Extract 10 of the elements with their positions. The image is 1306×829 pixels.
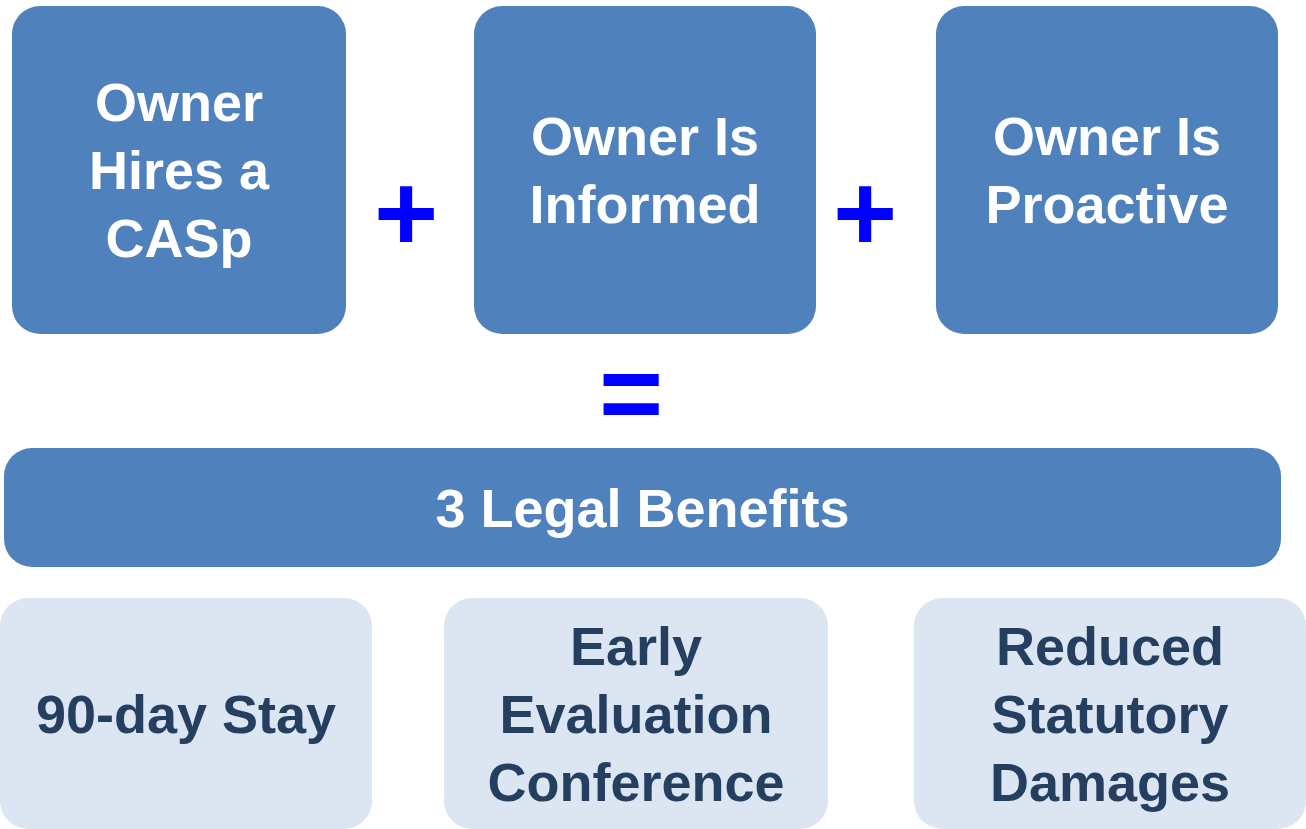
- condition-box: Owner Is Informed: [474, 6, 816, 334]
- benefit-box: Early Evaluation Conference: [444, 598, 828, 829]
- condition-box: Owner Hires a CASp: [12, 6, 346, 334]
- operator-sign: +: [831, 158, 899, 268]
- condition-box: Owner Is Proactive: [936, 6, 1278, 334]
- benefit-box: Reduced Statutory Damages: [914, 598, 1306, 829]
- operator-sign: =: [597, 338, 665, 448]
- result-banner: 3 Legal Benefits: [4, 448, 1281, 567]
- operator-sign: +: [372, 158, 440, 268]
- benefit-box: 90-day Stay: [0, 598, 372, 829]
